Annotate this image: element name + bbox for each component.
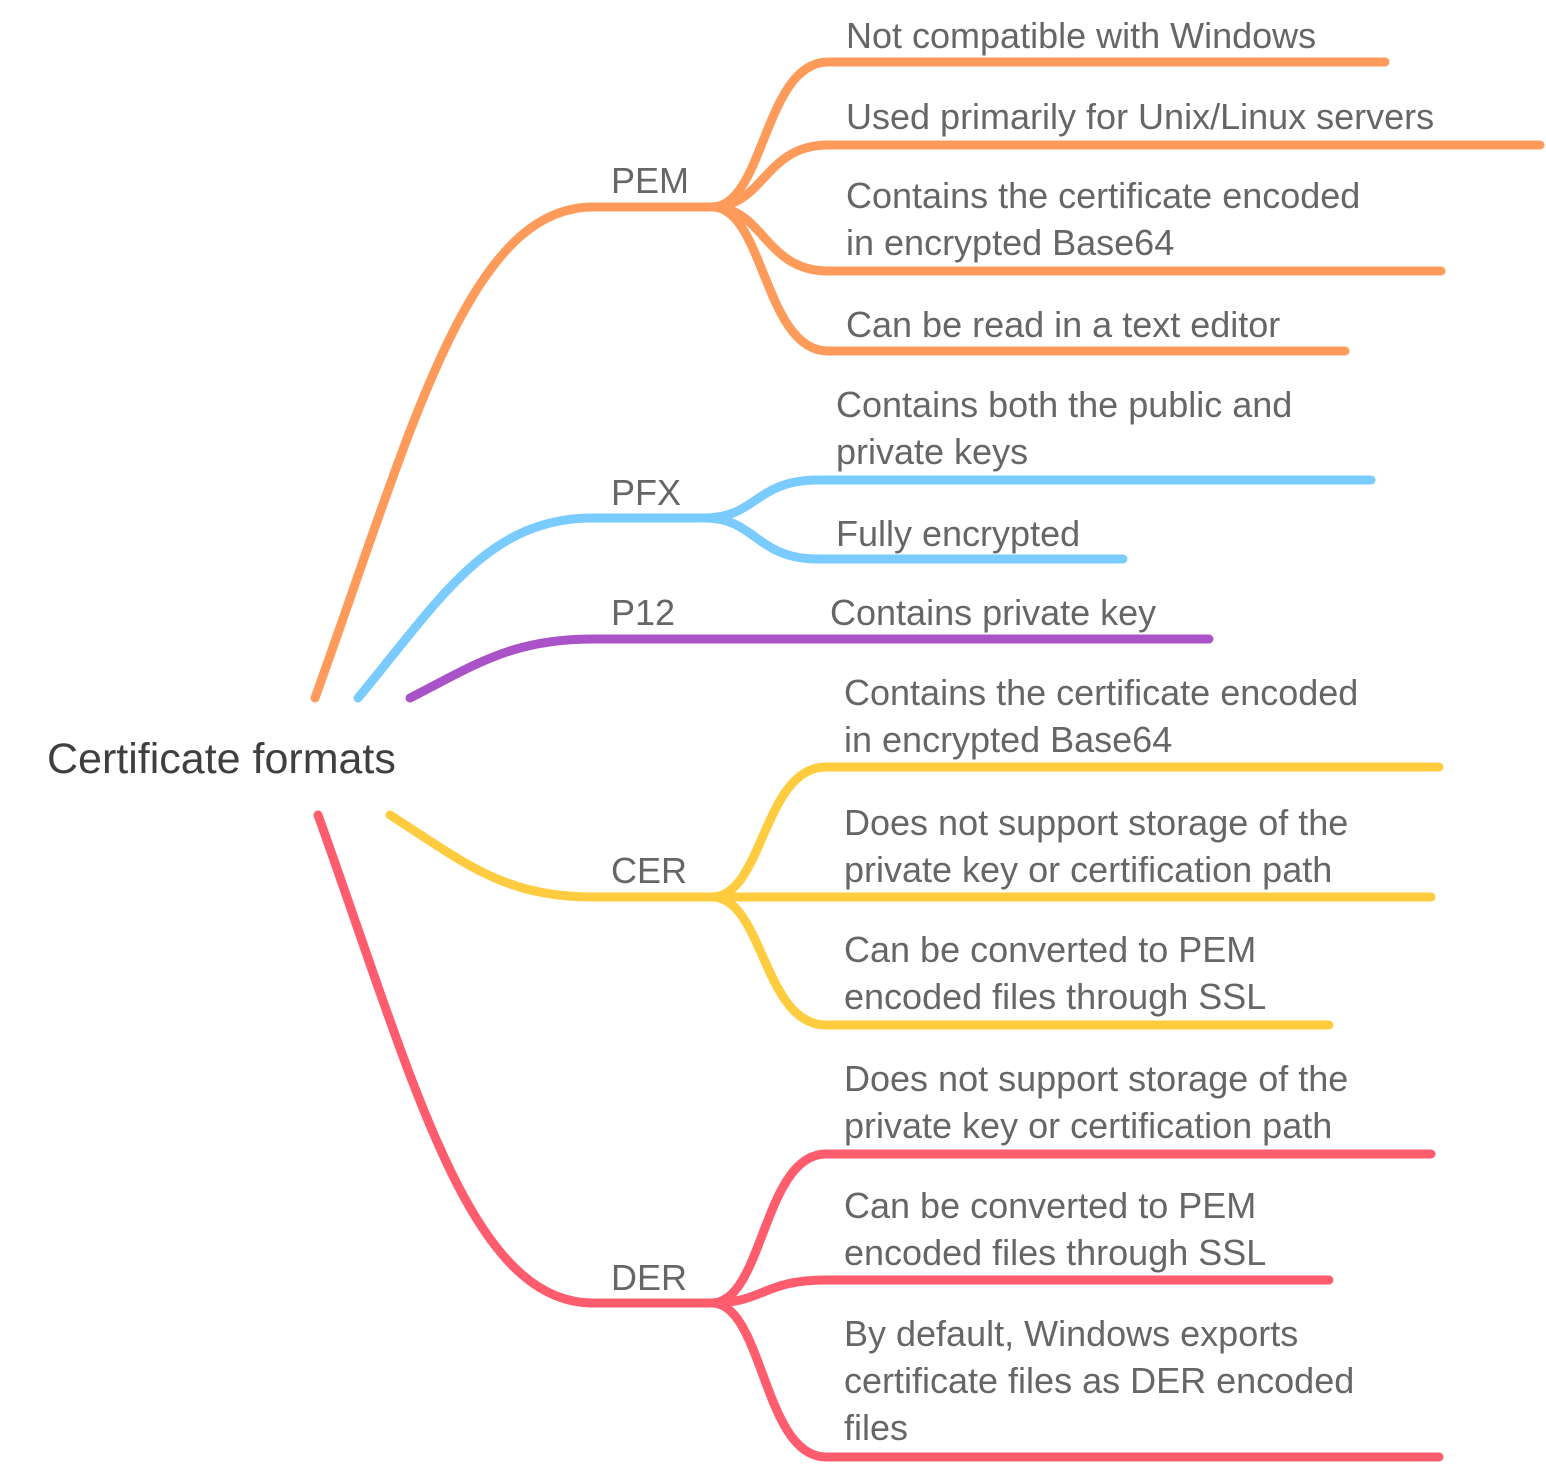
leaf-line: Can be converted to PEM xyxy=(844,929,1256,970)
leaf-line: Can be converted to PEM xyxy=(844,1185,1256,1226)
leaf-topic-der-1[interactable]: Can be converted to PEM encoded files thr… xyxy=(844,1185,1266,1273)
leaf-line: encoded files through SSL xyxy=(844,1232,1266,1273)
leaf-connector-pfx-1 xyxy=(700,513,1128,564)
leaf-line: Contains the certificate encoded xyxy=(846,175,1360,216)
leaf-line: Contains the certificate encoded xyxy=(844,672,1358,713)
leaf-topic-p12-0[interactable]: Contains private key xyxy=(830,592,1156,633)
leaf-line: Contains both the public and xyxy=(836,384,1292,425)
leaf-topic-pem-3[interactable]: Can be read in a text editor xyxy=(846,304,1280,345)
leaf-connector-pem-1 xyxy=(707,140,1545,212)
connector-lines xyxy=(310,57,1545,1462)
leaf-topic-pem-0[interactable]: Not compatible with Windows xyxy=(846,15,1316,56)
leaf-line: Does not support storage of the xyxy=(844,802,1348,843)
leaf-topic-cer-2[interactable]: Can be converted to PEM encoded files thr… xyxy=(844,929,1266,1017)
branch-topic-cer[interactable]: CER xyxy=(611,850,687,891)
branch-connector-p12 xyxy=(405,634,598,703)
leaf-connector-der-2 xyxy=(707,1298,1444,1462)
leaf-connector-der-0 xyxy=(707,1149,1436,1308)
leaf-line: certificate files as DER encoded xyxy=(844,1360,1354,1401)
leaf-line: Fully encrypted xyxy=(836,513,1080,554)
leaf-topic-cer-1[interactable]: Does not support storage of the private k… xyxy=(844,802,1348,890)
leaf-line: Not compatible with Windows xyxy=(846,15,1316,56)
leaf-line: Used primarily for Unix/Linux servers xyxy=(846,96,1434,137)
branch-connector-pfx xyxy=(353,513,710,703)
leaf-connector-cer-0 xyxy=(707,762,1444,902)
leaf-line: Contains private key xyxy=(830,592,1156,633)
leaf-topic-pfx-0[interactable]: Contains both the public and private keys xyxy=(836,384,1292,472)
node-labels: Certificate formats PEM Not compatible wi… xyxy=(47,15,1434,1448)
leaf-line: By default, Windows exports xyxy=(844,1313,1298,1354)
branch-topic-der[interactable]: DER xyxy=(611,1257,687,1298)
leaf-line: in encrypted Base64 xyxy=(844,719,1172,760)
leaf-topic-pfx-1[interactable]: Fully encrypted xyxy=(836,513,1080,554)
leaf-line: private keys xyxy=(836,431,1028,472)
leaf-line: Can be read in a text editor xyxy=(846,304,1280,345)
root-topic[interactable]: Certificate formats xyxy=(47,735,396,783)
leaf-topic-der-0[interactable]: Does not support storage of the private k… xyxy=(844,1058,1348,1146)
leaf-connector-cer-2 xyxy=(707,892,1334,1030)
leaf-connector-der-1 xyxy=(707,1275,1334,1308)
leaf-topic-cer-0[interactable]: Contains the certificate encoded in encry… xyxy=(844,672,1358,760)
leaf-topic-der-2[interactable]: By default, Windows exports certificate f… xyxy=(844,1313,1354,1448)
leaf-topic-pem-2[interactable]: Contains the certificate encoded in encry… xyxy=(846,175,1360,263)
leaf-topic-pem-1[interactable]: Used primarily for Unix/Linux servers xyxy=(846,96,1434,137)
leaf-line: private key or certification path xyxy=(844,849,1332,890)
leaf-line: Does not support storage of the xyxy=(844,1058,1348,1099)
leaf-line: private key or certification path xyxy=(844,1105,1332,1146)
leaf-line: encoded files through SSL xyxy=(844,976,1266,1017)
leaf-line: files xyxy=(844,1407,908,1448)
branch-connector-pem xyxy=(310,202,717,703)
branch-topic-p12[interactable]: P12 xyxy=(611,592,675,633)
leaf-line: in encrypted Base64 xyxy=(846,222,1174,263)
branch-connector-cer xyxy=(385,810,717,902)
branch-topic-pfx[interactable]: PFX xyxy=(611,472,681,513)
branch-connector-der xyxy=(313,810,717,1308)
leaf-connector-pem-3 xyxy=(707,202,1350,356)
branch-topic-pem[interactable]: PEM xyxy=(611,160,689,201)
